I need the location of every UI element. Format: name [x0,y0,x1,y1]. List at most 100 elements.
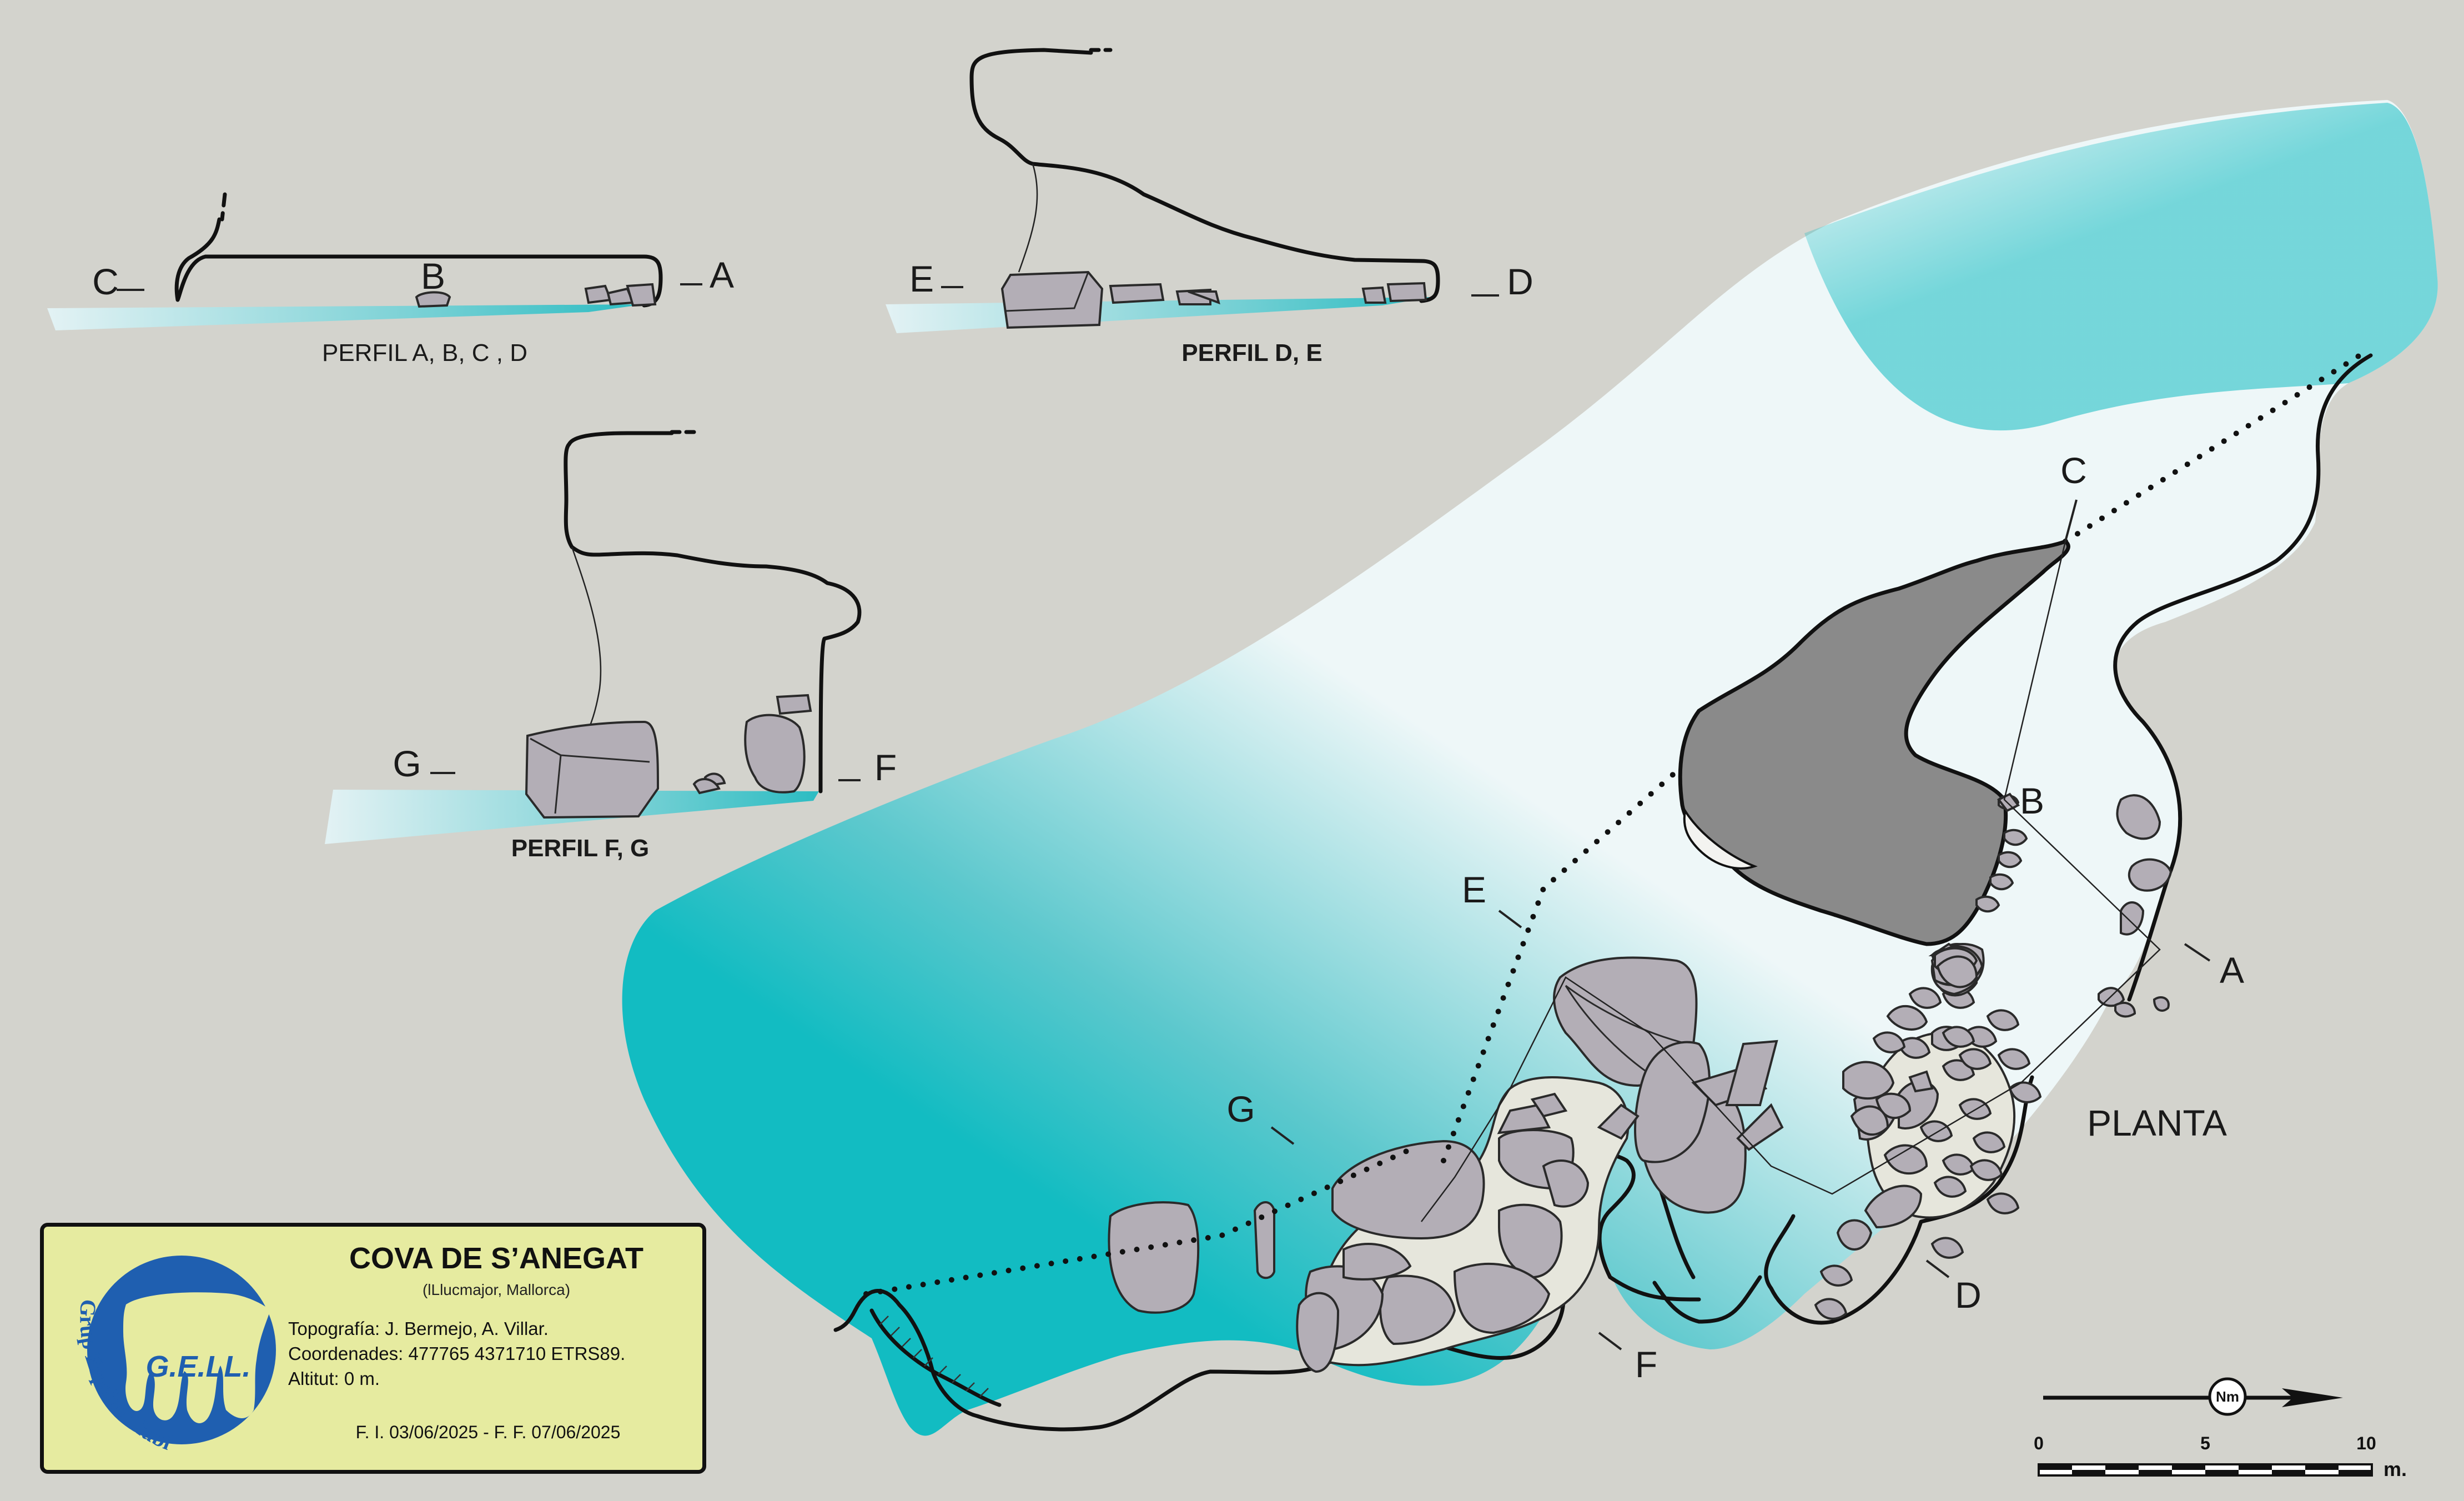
rock [525,720,660,819]
cliff-ledge [1683,807,1758,870]
north-label: Nm [2216,1388,2239,1405]
rock [1930,1237,1964,1259]
rock [1998,851,2023,869]
rock [1958,1048,1992,1070]
rock [584,284,612,304]
rock [1296,1292,1340,1373]
rock [1997,792,2020,812]
rock [1883,1144,1928,1174]
rock [1814,1298,1848,1320]
plan-rocks [1108,792,2173,1373]
rock [1850,1105,1889,1136]
profile-de-inner-line [1018,163,1038,273]
cave-name: COVA DE S’ANEGAT [349,1242,644,1275]
plan-label-c: C [2060,450,2087,491]
rock [1736,1103,1784,1151]
tick-e [1498,910,1522,928]
rock [1886,1005,1928,1031]
rock [1342,1243,1412,1281]
plan-title: PLANTA [2087,1102,2227,1143]
section-line-e [1441,764,1685,1163]
rock [1597,1103,1640,1140]
tick-a [2184,943,2211,962]
rockline [1004,272,1089,312]
profile-de-title: PERFIL D, E [1181,339,1322,367]
rock [1331,1139,1485,1240]
logo-cave-mouth [123,1292,270,1423]
profile-fg-label-g: G [393,743,421,784]
plan-label-b: B [2020,780,2044,821]
rock [1864,1184,1923,1229]
rock [2128,858,2173,892]
profile-fg: G F PERFIL F, G [325,430,897,862]
rock [2120,901,2145,936]
plan-label-g: G [1226,1088,1255,1129]
rock [1908,1070,1934,1093]
rock [1933,1176,1967,1198]
scale-unit: m. [2383,1458,2407,1480]
rock [1188,290,1220,305]
tick-c [2064,499,2078,542]
profile-fg-title: PERFIL F, G [511,835,650,862]
profile-fg-label-f: F [874,747,897,788]
rock [626,283,657,307]
section-line-g [863,1147,1413,1297]
rock [776,694,812,715]
rock [1972,1131,2006,1153]
wall-hatching [879,1316,989,1397]
topography-credit: Topografía: J. Bermejo, A. Villar. [288,1318,549,1339]
rock [2116,794,2161,840]
scale-bar: 0 5 10 m. [2034,1433,2407,1480]
plan-label-f: F [1635,1344,1657,1385]
rock [1361,286,1387,304]
altitude: Altitut: 0 m. [288,1368,380,1389]
profile-fg-inner-line [571,546,602,750]
sea-water-upper [1804,103,2438,431]
profile-abcd-wall [174,217,663,308]
rock [1836,1219,1873,1251]
profile-de: E D PERFIL D, E [886,48,1533,367]
rock [1108,1201,1200,1314]
profile-abcd-wall-dash [220,192,227,222]
rock [1908,987,1942,1009]
tick-g [1270,1126,1295,1145]
rock [1725,1040,1778,1106]
section-line-c [2063,353,2362,544]
profile-abcd-title: PERFIL A, B, C , D [322,339,527,367]
info-panel: G.E.LL. Grup Espeleo Llubí COVA DE S’ANE… [40,1223,706,1474]
rock [1997,1048,2031,1070]
rock [1109,283,1165,304]
rockline [530,737,650,814]
tick-d [1925,1259,1950,1278]
rock [1989,873,2014,891]
rock [415,291,451,308]
profile-de-wall [969,48,1440,303]
profile-de-label-d: D [1507,261,1533,302]
profile-abcd-label-b: B [421,255,445,297]
rock [1897,1037,1931,1059]
rock [1942,1026,1975,1048]
rock [2114,1002,2136,1018]
rock [1986,1009,2020,1031]
scale-tick-5: 5 [2200,1433,2210,1453]
rock [744,714,806,794]
logo-initials: G.E.LL. [146,1350,251,1383]
gell-logo: G.E.LL. Grup Espeleo Llubí [75,1256,276,1455]
rock [1498,1203,1563,1279]
scale-tick-10: 10 [2356,1433,2376,1453]
rock [692,777,721,795]
traverse-line [1421,541,2161,1222]
profile-abcd-label-c: C [92,261,119,302]
section-lines [863,353,2362,1351]
north-arrow: Nm [2043,1377,2343,1416]
rock [1975,895,2000,913]
profile-de-label-e: E [909,258,934,299]
rock [1453,1262,1551,1334]
rock [1936,955,1978,988]
rock [1530,1092,1568,1118]
survey-dates: F. I. 03/06/2025 - F. F. 07/06/2025 [355,1422,621,1442]
plan-label-d: D [1955,1274,1982,1316]
profile-fg-wall [564,431,862,794]
rock [1842,1061,1895,1100]
